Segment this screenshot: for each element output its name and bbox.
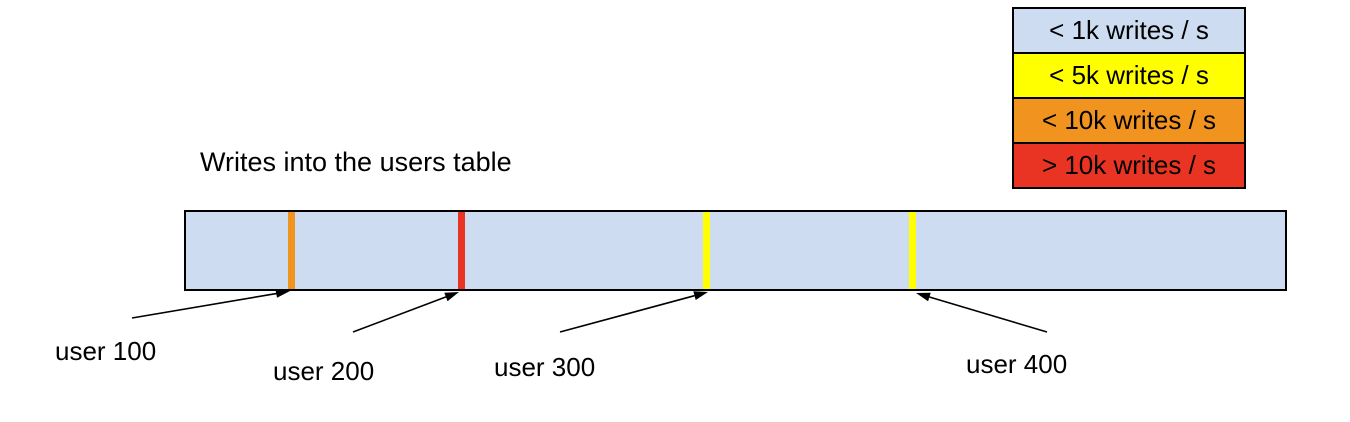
legend-item-lt-10k: < 10k writes / s — [1012, 97, 1246, 144]
legend-item-label: < 10k writes / s — [1041, 105, 1217, 135]
write-hotspot-marker-user-400 — [909, 212, 916, 289]
arrow-user-200 — [352, 292, 459, 333]
arrow-user-400 — [916, 292, 1048, 333]
legend-item-label: > 10k writes / s — [1041, 150, 1217, 180]
label-user-100: user 100 — [55, 336, 157, 366]
users-table-bar — [184, 210, 1287, 291]
legend-item-label: < 5k writes / s — [1049, 60, 1209, 90]
label-user-300: user 300 — [494, 352, 596, 382]
arrow-user-300 — [559, 291, 708, 333]
legend-item-lt-5k: < 5k writes / s — [1012, 52, 1246, 99]
write-hotspot-marker-user-200 — [458, 212, 465, 289]
arrow-user-100 — [131, 289, 290, 319]
label-user-400: user 400 — [966, 349, 1068, 379]
legend-item-gt-10k: > 10k writes / s — [1012, 142, 1246, 189]
legend-item-label: < 1k writes / s — [1049, 15, 1209, 45]
legend-item-lt-1k: < 1k writes / s — [1012, 7, 1246, 54]
write-hotspot-marker-user-300 — [703, 212, 710, 289]
diagram-title: Writes into the users table — [200, 147, 512, 177]
label-user-200: user 200 — [273, 356, 375, 386]
write-hotspot-marker-user-100 — [288, 212, 295, 289]
legend: < 1k writes / s < 5k writes / s < 10k wr… — [1012, 7, 1246, 189]
